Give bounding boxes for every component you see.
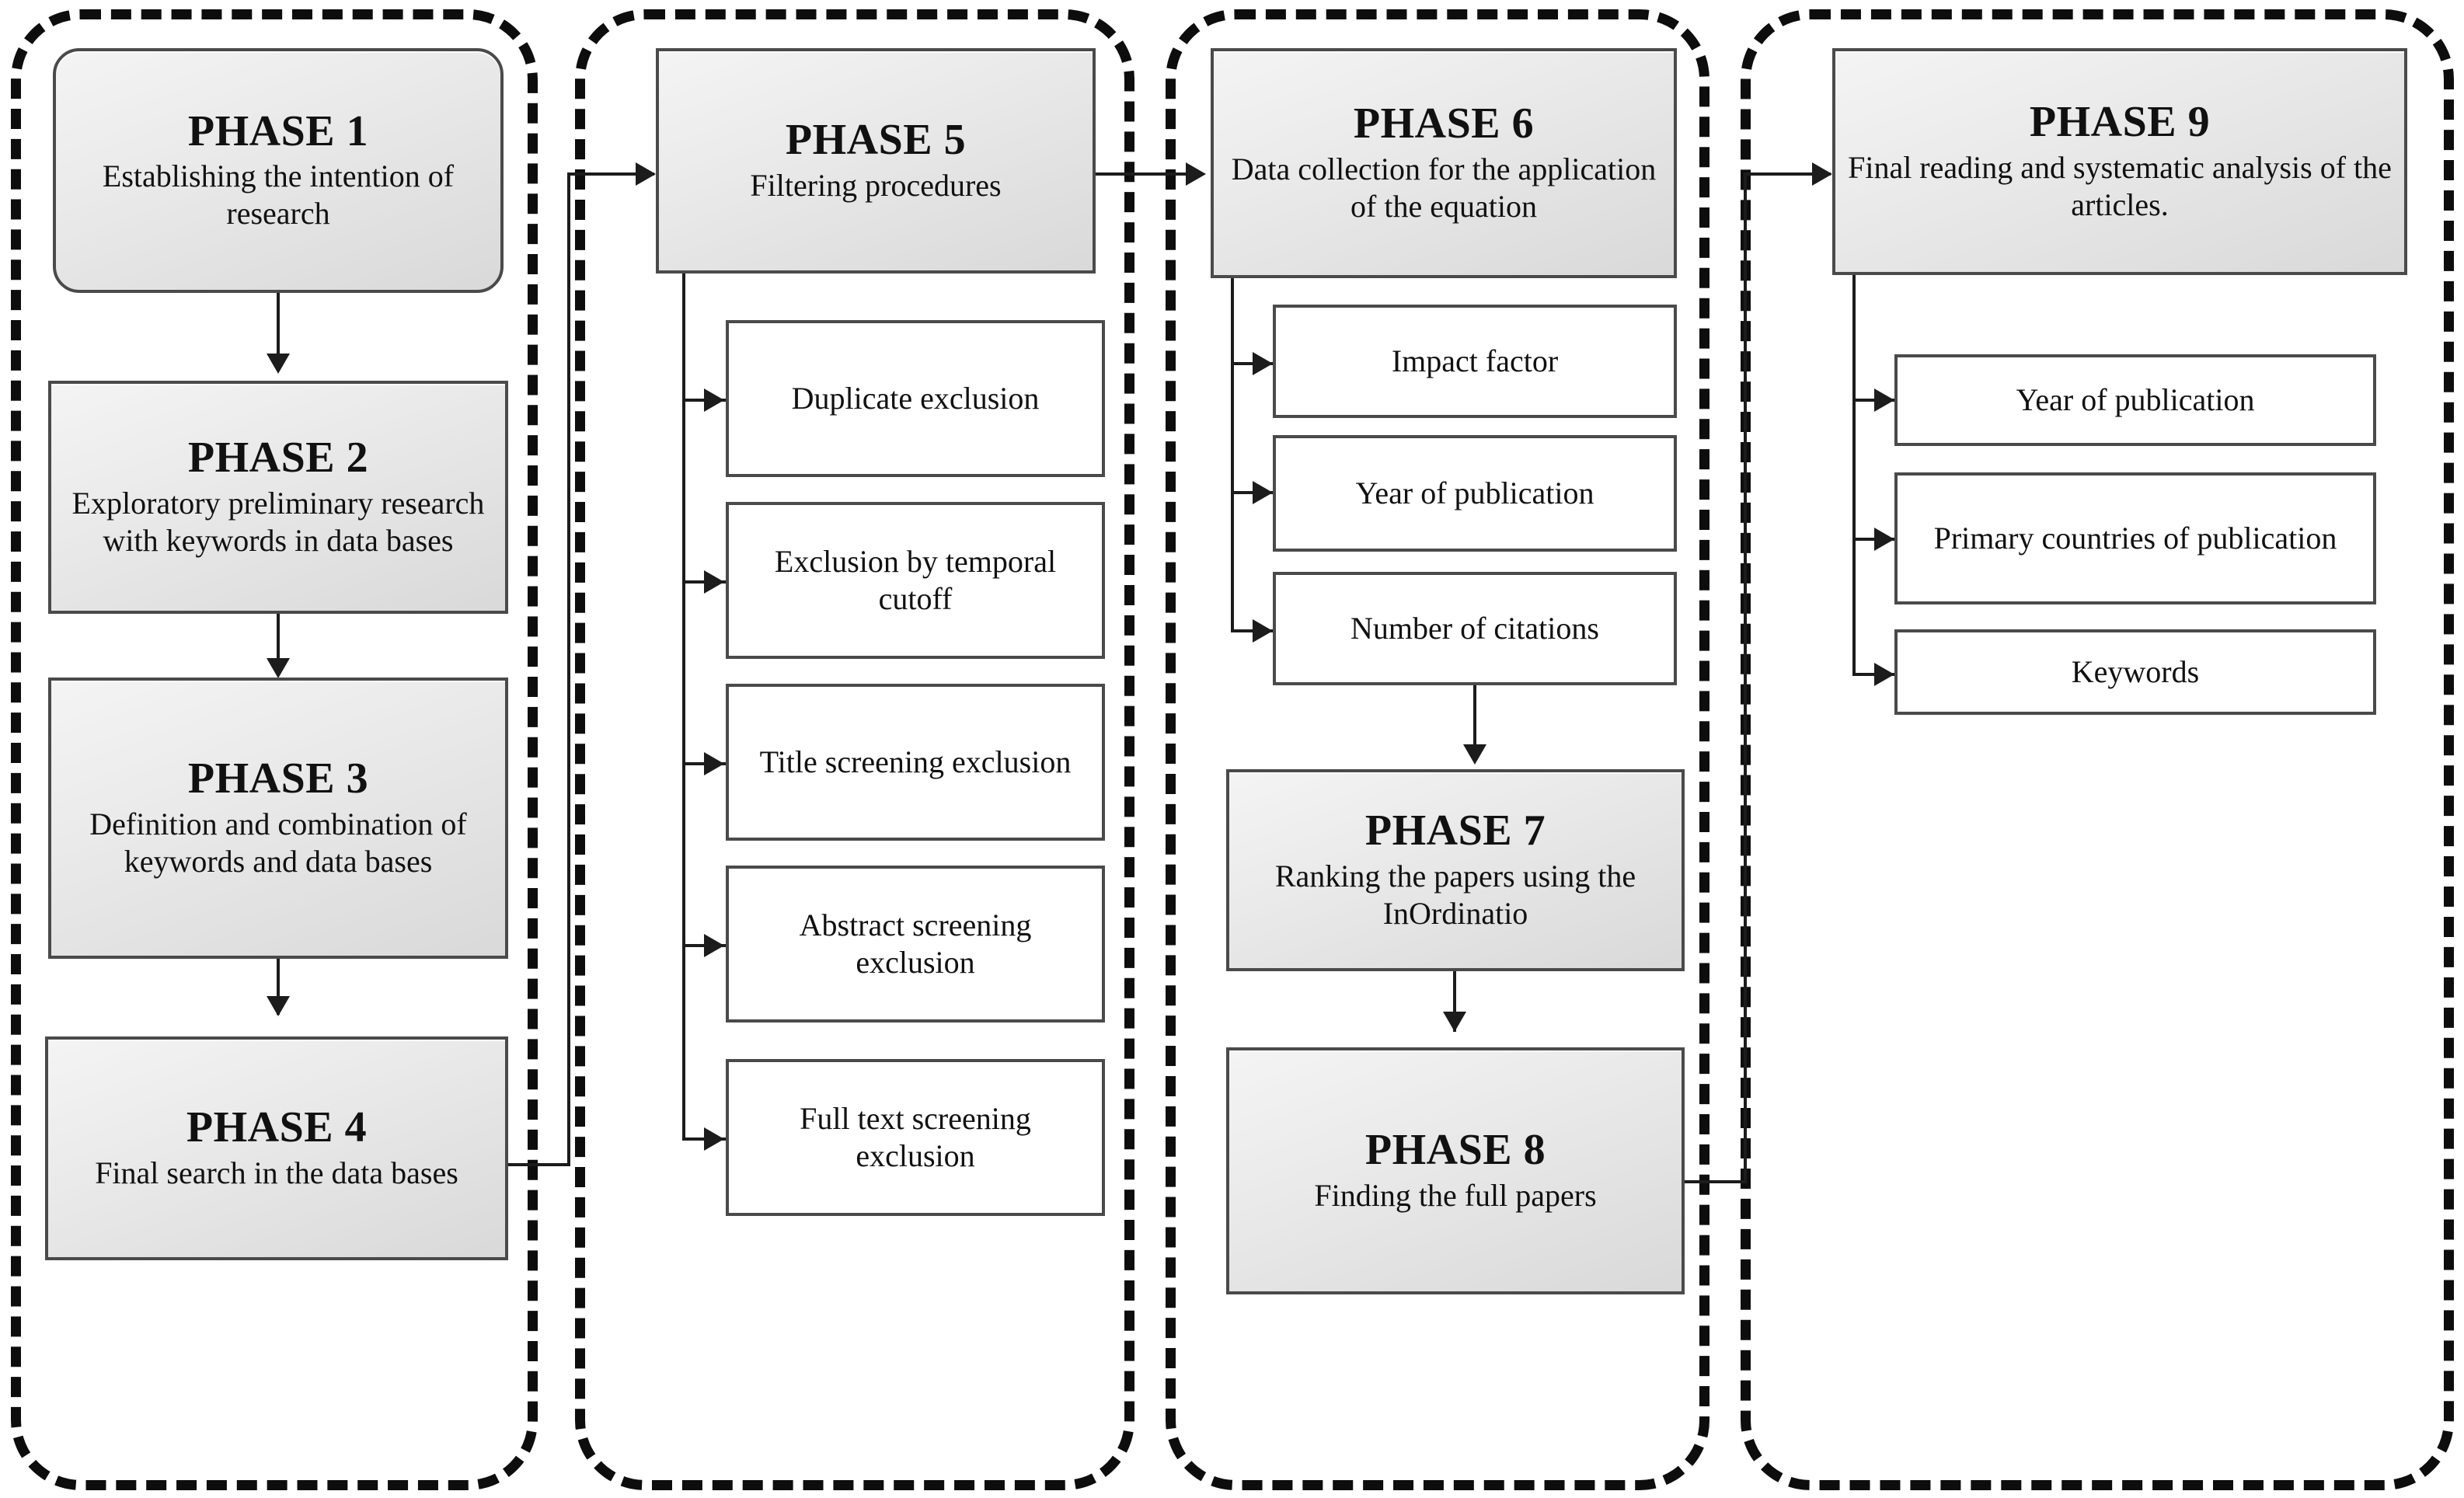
sub-box-impact-factor[interactable]: Impact factor [1273,305,1677,418]
phase-title: PHASE 8 [1364,1126,1546,1175]
arrowhead-phase6-item-1 [1253,352,1273,375]
phase-box-phase-4[interactable]: PHASE 4 Final search in the data bases [45,1036,508,1260]
connector-phase7-to-phase8 [1453,971,1456,1032]
arrowhead-phase9-item-1 [1874,388,1894,412]
phase-box-phase-5[interactable]: PHASE 5 Filtering procedures [656,48,1096,273]
arrowhead-citations-to-phase7 [1463,744,1486,765]
phase-box-phase-3[interactable]: PHASE 3 Definition and combination of ke… [48,678,508,959]
group-container-4 [1741,9,2454,1490]
arrowhead-phase5-item-4 [704,934,724,957]
arrowhead-phase9-item-3 [1874,663,1894,686]
sub-box-label: Year of publication [1355,476,1594,510]
sub-box-duplicate-exclusion[interactable]: Duplicate exclusion [726,320,1105,477]
phase-title: PHASE 1 [187,106,369,155]
phase-description: Final search in the data bases [95,1155,458,1190]
sub-box-keywords[interactable]: Keywords [1894,629,2376,715]
arrowhead-phase5-item-2 [704,570,724,594]
connector-phase2-to-phase3 [277,614,280,673]
sub-box-label: Primary countries of publication [1933,521,2337,556]
connector-phase4-to-phase5-segment-in [567,172,654,176]
sub-box-label: Exclusion by temporal cutoff [774,544,1057,616]
connector-phase3-to-phase4 [277,959,280,1015]
connector-citations-to-phase7 [1473,685,1476,754]
connector-phase5-to-phase6 [1096,172,1198,176]
phase-box-phase-9[interactable]: PHASE 9 Final reading and systematic ana… [1832,48,2407,275]
sub-box-label: Impact factor [1391,343,1559,378]
arrowhead-phase8-to-phase9 [1812,162,1832,186]
sub-box-abstract-screening-exclusion[interactable]: Abstract screening exclusion [726,866,1105,1022]
arrowhead-phase5-item-5 [704,1127,724,1151]
phase-box-phase-2[interactable]: PHASE 2 Exploratory preliminary research… [48,381,508,614]
connector-phase8-to-phase9-segment-in [1744,172,1831,176]
phase-title: PHASE 4 [186,1103,368,1152]
group-container-3 [1166,9,1709,1490]
connector-phase4-to-phase5-segment-up [567,172,570,1166]
arrowhead-phase4-to-phase5 [636,162,656,186]
arrowhead-phase5-item-3 [704,752,724,775]
phase-description: Filtering procedures [750,167,1002,203]
group-container-1 [11,9,538,1490]
sub-box-full-text-screening-exclusion[interactable]: Full text screening exclusion [726,1059,1105,1216]
phase-title: PHASE 3 [187,754,369,803]
arrowhead-phase5-item-1 [704,388,724,412]
sub-box-label: Title screening exclusion [759,744,1072,779]
phase-box-phase-7[interactable]: PHASE 7 Ranking the papers using the InO… [1226,769,1685,971]
phase-title: PHASE 2 [187,434,369,482]
connector-phase8-to-phase9-segment-right [1685,1180,1747,1183]
phase-title: PHASE 7 [1364,806,1546,855]
sub-box-number-of-citations[interactable]: Number of citations [1273,572,1677,685]
sub-box-label: Number of citations [1350,611,1599,646]
phase-description: Ranking the papers using the InOrdinatio [1274,858,1636,931]
sub-box-label: Year of publication [2016,382,2255,417]
arrowhead-phase9-item-2 [1874,528,1894,551]
sub-box-label: Full text screening exclusion [800,1101,1031,1173]
connector-phase9-spine [1852,275,1856,673]
sub-box-title-screening-exclusion[interactable]: Title screening exclusion [726,684,1105,841]
arrowhead-phase5-to-phase6 [1186,162,1206,186]
sub-box-label: Duplicate exclusion [791,381,1040,416]
connector-phase6-spine [1231,278,1234,629]
sub-box-year-of-publication[interactable]: Year of publication [1894,354,2376,446]
phase-title: PHASE 6 [1353,99,1535,148]
sub-box-primary-countries-of-publication[interactable]: Primary countries of publication [1894,472,2376,604]
phase-description: Finding the full papers [1314,1177,1597,1213]
phase-title: PHASE 9 [2029,98,2211,147]
connector-phase1-to-phase2 [277,293,280,360]
connector-phase5-spine [682,273,685,1137]
sub-box-year-of-publication[interactable]: Year of publication [1273,435,1677,552]
phase-box-phase-8[interactable]: PHASE 8 Finding the full papers [1226,1047,1685,1294]
phase-description: Definition and combination of keywords a… [89,806,467,879]
phase-description: Exploratory preliminary research with ke… [71,485,485,558]
arrowhead-phase2-to-phase3 [267,658,290,678]
group-container-2 [575,9,1134,1490]
connector-phase4-to-phase5-segment-right [508,1163,570,1166]
connector-phase8-to-phase9-segment-up [1744,172,1747,1183]
arrowhead-phase1-to-phase2 [267,354,290,374]
arrowhead-phase6-item-2 [1253,481,1273,504]
sub-box-label: Keywords [2071,654,2200,689]
phase-title: PHASE 5 [785,116,967,165]
phase-description: Establishing the intention of research [102,159,455,232]
sub-box-exclusion-temporal-cutoff[interactable]: Exclusion by temporal cutoff [726,502,1105,659]
arrowhead-phase3-to-phase4 [267,996,290,1016]
arrowhead-phase7-to-phase8 [1443,1012,1466,1032]
phase-box-phase-6[interactable]: PHASE 6 Data collection for the applicat… [1211,48,1677,278]
arrowhead-phase6-item-3 [1253,619,1273,643]
sub-box-label: Abstract screening exclusion [799,908,1032,980]
phase-description: Final reading and systematic analysis of… [1848,149,2392,222]
phase-description: Data collection for the application of t… [1231,151,1657,224]
phase-box-phase-1[interactable]: PHASE 1 Establishing the intention of re… [53,48,504,293]
